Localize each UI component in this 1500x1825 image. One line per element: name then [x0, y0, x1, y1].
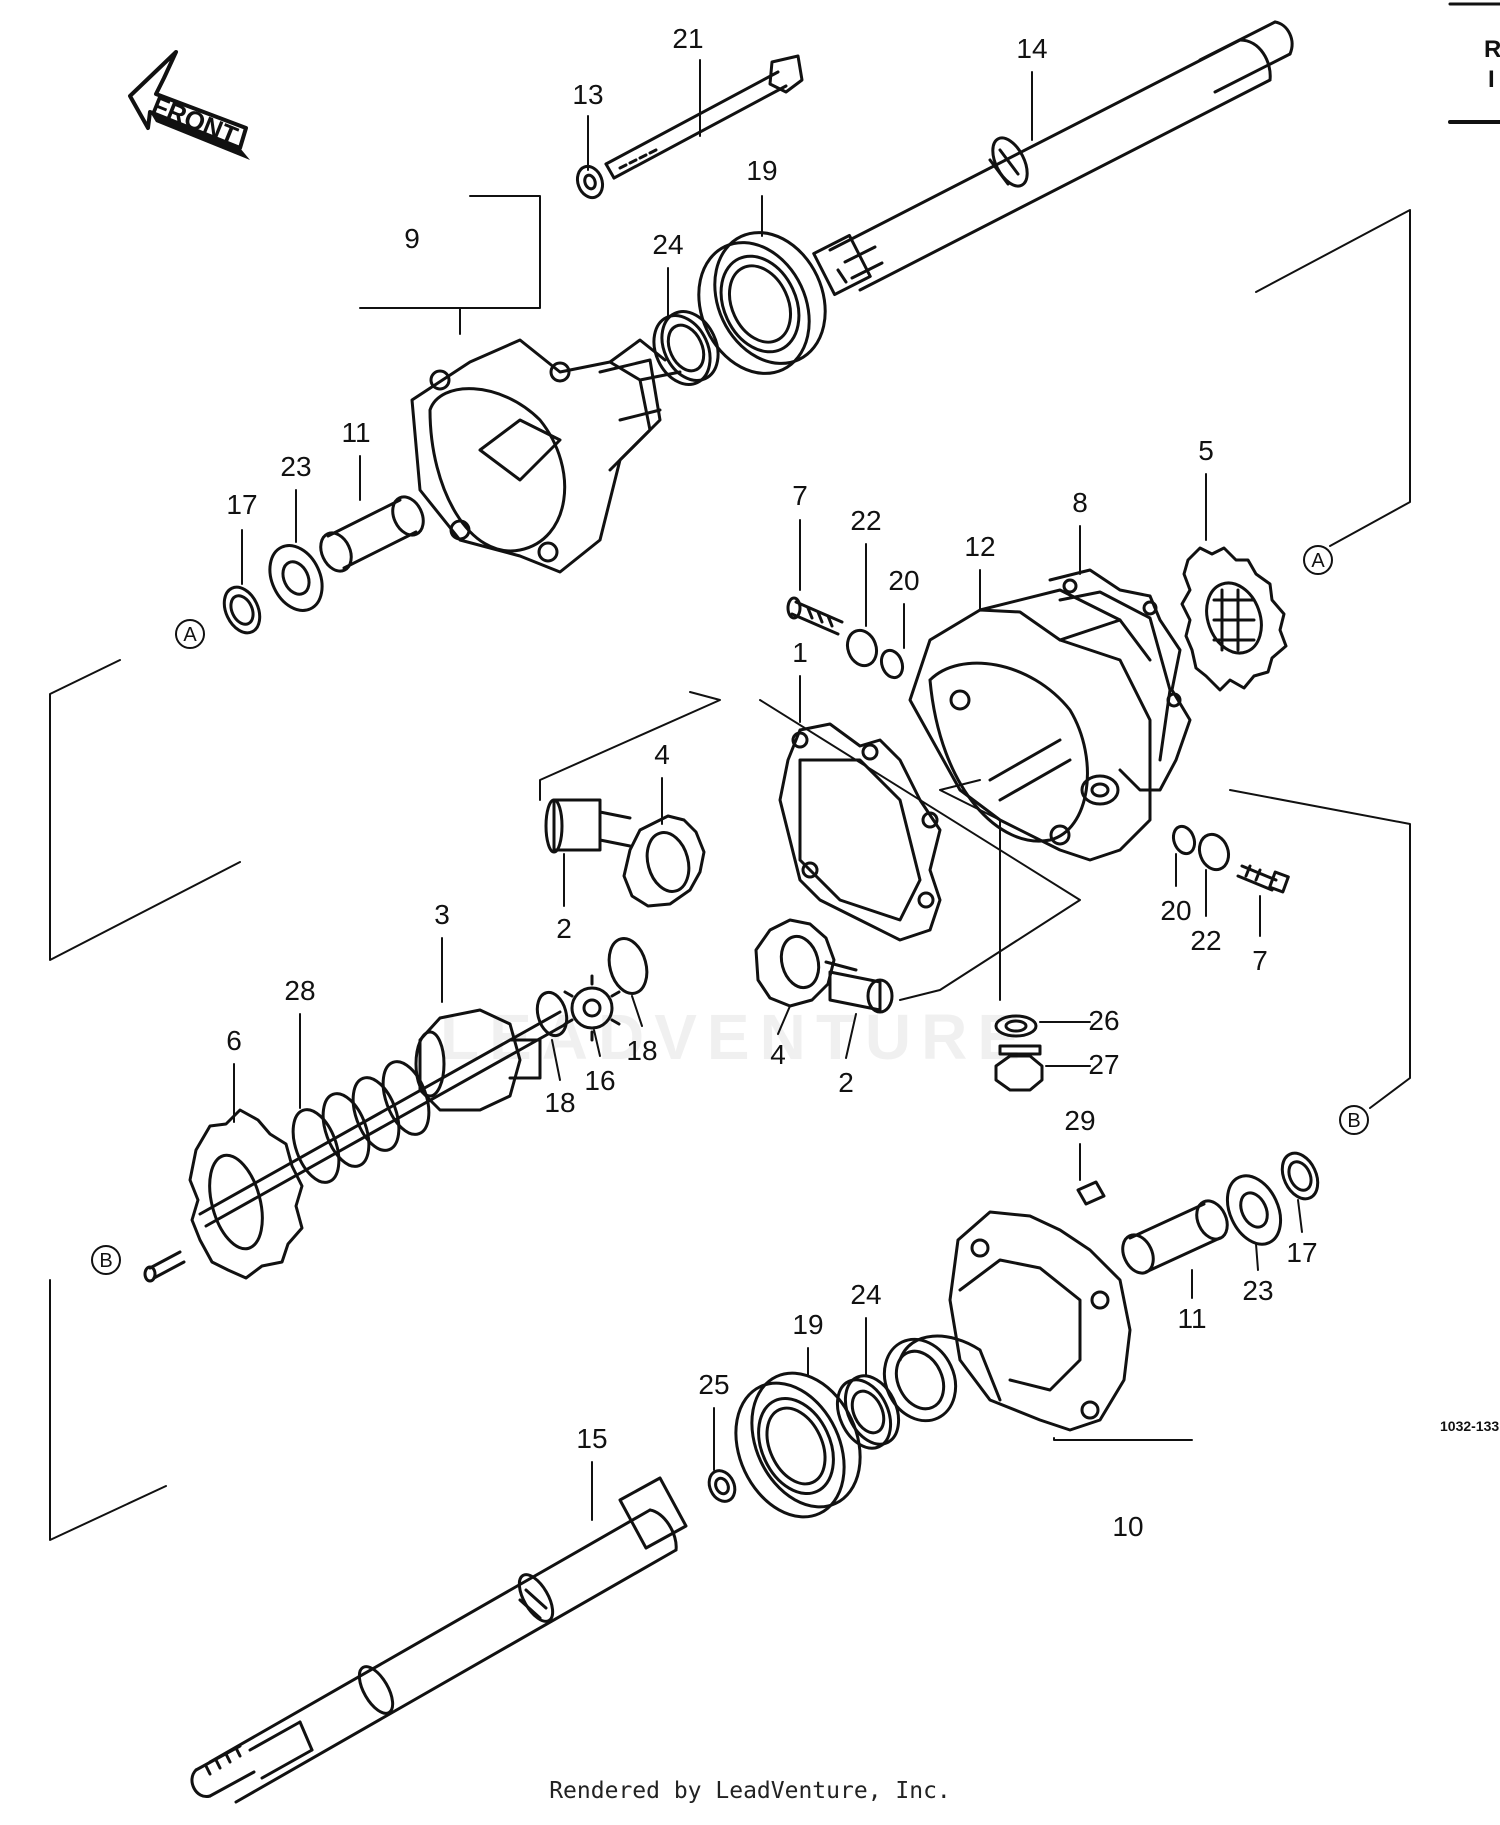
- callout-17: 17: [226, 489, 257, 520]
- callout-23: 23: [1242, 1275, 1273, 1306]
- lower-axle-shaft: [190, 1476, 688, 1804]
- callout-16: 16: [584, 1065, 615, 1096]
- callout-3: 3: [434, 899, 450, 930]
- callout-23: 23: [280, 451, 311, 482]
- diagram-code: 1032-133: [1440, 1418, 1500, 1434]
- callout-22: 22: [1190, 925, 1221, 956]
- side-panel-letter-top: R: [1484, 36, 1500, 63]
- connector-A: A: [183, 624, 197, 646]
- front-arrow-label: FRONT: [148, 90, 242, 151]
- washer-23-upper: [268, 544, 324, 612]
- connector-markers: [91, 545, 1369, 1275]
- seal-25: [707, 1469, 737, 1503]
- pinion-gear-4-lower: [754, 918, 836, 1008]
- callout-20: 20: [1160, 895, 1191, 926]
- callout-29: 29: [1064, 1105, 1095, 1136]
- callout-15: 15: [576, 1423, 607, 1454]
- spring-28: [291, 1060, 431, 1184]
- upper-axle-shaft: [812, 20, 1294, 297]
- seal-24-upper: [652, 310, 720, 386]
- pinion-gear-4-upper: [622, 814, 706, 908]
- connector-B: B: [99, 1250, 112, 1272]
- bearing-19-lower: [734, 1371, 862, 1519]
- washer-22-lower: [1197, 832, 1231, 872]
- callout-17: 17: [1286, 1237, 1317, 1268]
- callout-4: 4: [770, 1039, 786, 1070]
- bolt-7-lower: [1236, 864, 1290, 894]
- callout-14: 14: [1016, 33, 1047, 64]
- callout-19: 19: [746, 155, 777, 186]
- callout-19: 19: [792, 1309, 823, 1340]
- oring-20-lower: [1171, 824, 1197, 856]
- left-final-housing-9: [410, 338, 682, 574]
- callout-25: 25: [698, 1369, 729, 1400]
- callout-21: 21: [672, 23, 703, 54]
- drive-rod: [198, 1010, 568, 1228]
- callout-26: 26: [1088, 1005, 1119, 1036]
- callout-24: 24: [652, 229, 683, 260]
- connector-letters: A A B B: [99, 550, 1360, 1272]
- bolt-7-upper: [786, 596, 844, 636]
- circlip-18-left: [535, 990, 569, 1038]
- washer-23-lower: [1225, 1174, 1283, 1246]
- shaft-2-upper: [544, 798, 632, 854]
- seal-24-lower: [835, 1374, 901, 1450]
- dowel-pin-29: [1076, 1180, 1106, 1206]
- connector-B: B: [1347, 1110, 1360, 1132]
- callout-10: 10: [1112, 1511, 1143, 1542]
- bearing-19-upper: [697, 231, 827, 375]
- callout-12: 12: [964, 531, 995, 562]
- callout-11: 11: [341, 417, 370, 448]
- callout-4: 4: [654, 739, 670, 770]
- shaft-2-lower: [824, 960, 894, 1014]
- oring-20-upper: [879, 648, 905, 680]
- gasket-8: [1048, 568, 1192, 792]
- drive-gear-6: [188, 1108, 304, 1280]
- circlip-17-upper: [222, 585, 262, 635]
- callout-27: 27: [1088, 1049, 1119, 1080]
- washer-26: [994, 1014, 1038, 1038]
- callout-7: 7: [1252, 945, 1268, 976]
- footer-credit: Rendered by LeadVenture, Inc.: [549, 1778, 951, 1804]
- callout-20: 20: [888, 565, 919, 596]
- circlip-18-right: [607, 937, 649, 995]
- side-panel-letter-second: I: [1488, 66, 1495, 93]
- callout-11: 11: [1177, 1303, 1206, 1334]
- connector-A: A: [1311, 550, 1325, 572]
- sprocket-16: [563, 974, 621, 1042]
- pin-b-left: [143, 1250, 186, 1283]
- right-final-housing-10: [882, 1210, 1132, 1432]
- callout-1: 1: [792, 637, 808, 668]
- bushing-11-upper: [319, 495, 425, 573]
- callout-13: 13: [572, 79, 603, 110]
- ring-gear-5: [1180, 546, 1288, 692]
- front-arrow-icon: FRONT: [128, 50, 250, 160]
- washer-13: [575, 164, 605, 200]
- callout-2: 2: [556, 913, 572, 944]
- callout-18: 18: [544, 1087, 575, 1118]
- callout-24: 24: [850, 1279, 881, 1310]
- callout-18: 18: [626, 1035, 657, 1066]
- callout-5: 5: [1198, 435, 1214, 466]
- callout-2: 2: [838, 1067, 854, 1098]
- callout-22: 22: [850, 505, 881, 536]
- gasket-1: [778, 722, 942, 942]
- callout-8: 8: [1072, 487, 1088, 518]
- washer-22-upper: [845, 628, 879, 668]
- circlip-17-lower: [1280, 1151, 1320, 1201]
- drain-bolt-27: [994, 1044, 1044, 1092]
- watermark: LEADVENTURE: [440, 1001, 1031, 1073]
- callout-6: 6: [226, 1025, 242, 1056]
- callout-28: 28: [284, 975, 315, 1006]
- callout-9: 9: [404, 223, 420, 254]
- callout-7: 7: [792, 480, 808, 511]
- bushing-11-lower: [1121, 1199, 1229, 1275]
- differential-case-12: [908, 588, 1152, 862]
- leader-lines: [49, 59, 1411, 1541]
